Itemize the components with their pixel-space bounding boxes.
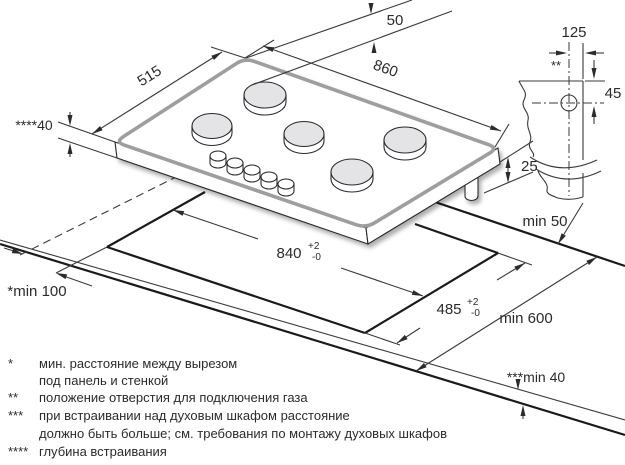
knob bbox=[226, 157, 244, 176]
cutout-left-edge bbox=[106, 191, 206, 248]
dim-cutout-width: 840 bbox=[276, 245, 301, 262]
burner-left bbox=[191, 112, 233, 146]
footnote-text: положение отверстия для подключения газа bbox=[39, 390, 308, 405]
dim-width-860: 860 bbox=[371, 57, 400, 82]
cutout-front-left-edge bbox=[106, 245, 366, 335]
cutout-left-extension bbox=[55, 246, 108, 274]
footnote-text: глубина встраивания bbox=[39, 444, 167, 459]
knob bbox=[260, 171, 278, 190]
dim-cutout-depth-tol-minus: -0 bbox=[471, 308, 480, 319]
burner-center bbox=[283, 120, 325, 154]
gas-hole-marker: ** bbox=[551, 58, 561, 73]
dim-mount-depth: ****40 bbox=[15, 117, 53, 133]
dim-depth-515: 515 bbox=[134, 62, 164, 90]
dim-hole-down-offset: 45 bbox=[605, 85, 622, 102]
dim-min100-label: *min 100 bbox=[7, 283, 66, 300]
back-wall-line bbox=[434, 200, 625, 268]
footnote-text: мин. расстояние между вырезом bbox=[39, 356, 237, 371]
burner-back bbox=[243, 81, 287, 116]
footnote-marker: * bbox=[8, 356, 13, 371]
worktop-front-top-line bbox=[0, 239, 625, 421]
burner-right bbox=[383, 126, 427, 161]
dim-min40-label: ***min 40 bbox=[507, 369, 566, 385]
footnote-marker: **** bbox=[8, 444, 28, 459]
gas-connection-panel bbox=[518, 42, 604, 200]
footnotes: * мин. расстояние между вырезом под пане… bbox=[8, 356, 447, 459]
footnote-text: должно быть больше; см. требования по мо… bbox=[39, 426, 447, 441]
knob bbox=[243, 164, 261, 183]
burner-front bbox=[330, 158, 374, 193]
footnote-text: под панель и стенкой bbox=[39, 373, 168, 388]
dim-gas-offset: 50 bbox=[387, 12, 404, 29]
footnote-marker: ** bbox=[8, 390, 18, 405]
dim-hole-side-offset: 125 bbox=[561, 24, 586, 41]
cutout-front-right-edge bbox=[364, 252, 499, 334]
dim-cutout-depth-tol-plus: +2 bbox=[467, 297, 479, 308]
footnote-text: при встраивании над духовым шкафом расст… bbox=[39, 408, 350, 423]
dim-cutout-width-tol-plus: +2 bbox=[308, 241, 320, 252]
dim-pipe-protrusion: 25 bbox=[521, 158, 538, 175]
dim-cutout-depth: 485 bbox=[436, 301, 461, 318]
side-wall-hidden-line bbox=[19, 175, 179, 256]
knob bbox=[277, 178, 295, 197]
break-arc-upper bbox=[529, 156, 598, 169]
control-knobs bbox=[209, 150, 295, 197]
burners bbox=[191, 81, 427, 193]
cutout-back-edge bbox=[414, 222, 499, 255]
knob bbox=[209, 150, 227, 169]
footnote-marker: *** bbox=[8, 408, 23, 423]
dim-min50-label: min 50 bbox=[522, 213, 567, 230]
worktop-front-edge-line bbox=[0, 242, 625, 437]
break-arc-lower bbox=[535, 168, 602, 180]
dim-min600-label: min 600 bbox=[499, 310, 552, 327]
dim-cutout-width-tol-minus: -0 bbox=[312, 252, 321, 263]
